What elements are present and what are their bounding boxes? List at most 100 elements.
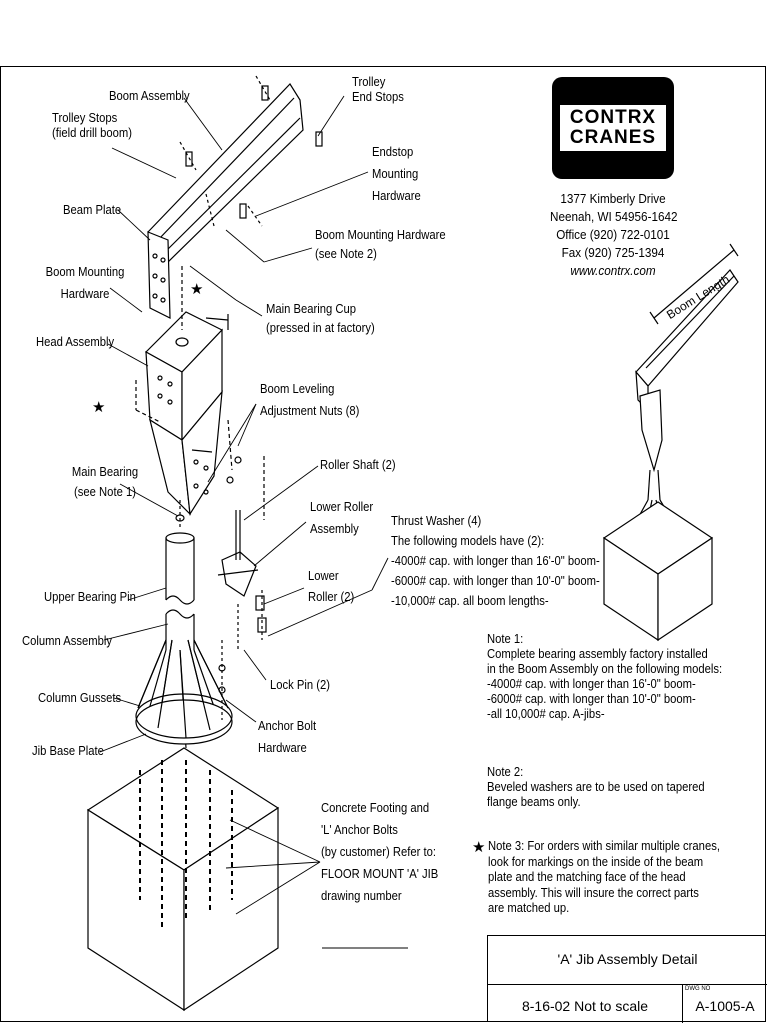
note-line: flange beams only. bbox=[487, 795, 581, 809]
note-1: Note 1: Complete bearing assembly factor… bbox=[487, 632, 722, 722]
label-line: Hardware bbox=[372, 189, 421, 203]
column-assembly-art bbox=[135, 500, 233, 749]
title-block: 'A' Jib Assembly Detail 8-16-02 Not to s… bbox=[487, 935, 767, 1023]
side-view-crane-art bbox=[602, 243, 739, 642]
label-roller-shaft: Roller Shaft (2) bbox=[320, 458, 396, 472]
label-boom-mounting-hardware-left: Boom Mounting Hardware bbox=[36, 261, 135, 305]
label-lower-roller: Lower Roller (2) bbox=[308, 566, 354, 608]
label-column-assembly: Column Assembly bbox=[22, 634, 113, 648]
label-line: Boom Mounting bbox=[45, 265, 125, 279]
label-line: (pressed in at factory) bbox=[266, 321, 375, 335]
label-line: End Stops bbox=[352, 90, 404, 104]
label-line: Thrust Washer (4) bbox=[391, 514, 482, 528]
sheet-border bbox=[0, 66, 766, 1022]
note-line: Note 3: For orders with similar multiple… bbox=[488, 839, 720, 853]
note-line: in the Boom Assembly on the following mo… bbox=[487, 662, 723, 676]
title-block-divider bbox=[488, 984, 767, 985]
label-trolley-end-stops: Trolley End Stops bbox=[352, 75, 404, 105]
note-line: look for markings on the inside of the b… bbox=[488, 854, 704, 869]
label-head-assembly: Head Assembly bbox=[36, 335, 115, 349]
note-3: Note 3: For orders with similar multiple… bbox=[488, 839, 720, 917]
note-line: are matched up. bbox=[488, 901, 570, 915]
label-lower-roller-assembly: Lower Roller Assembly bbox=[310, 496, 373, 540]
label-anchor-bolt-hardware: Anchor Bolt Hardware bbox=[258, 715, 316, 759]
label-line: Hardware bbox=[60, 287, 110, 301]
label-beam-plate: Beam Plate bbox=[63, 203, 122, 217]
label-lock-pin: Lock Pin (2) bbox=[270, 678, 331, 692]
label-main-bearing-cup: Main Bearing Cup (pressed in at factory) bbox=[266, 300, 375, 338]
label-line: Adjustment Nuts (8) bbox=[260, 404, 360, 418]
drawing-title: 'A' Jib Assembly Detail bbox=[557, 951, 698, 967]
note-line: Beveled washers are to be used on tapere… bbox=[487, 780, 705, 794]
label-thrust-washer: Thrust Washer (4) The following models h… bbox=[391, 511, 600, 611]
label-line: Anchor Bolt bbox=[258, 719, 317, 733]
note3-star-marker: ★ bbox=[190, 281, 204, 298]
label-line: (see Note 2) bbox=[315, 247, 377, 261]
label-line: Trolley bbox=[352, 75, 386, 89]
label-main-bearing: Main Bearing (see Note 1) bbox=[56, 462, 155, 502]
drawing-date-scale: 8-16-02 Not to scale bbox=[521, 998, 649, 1014]
label-line: (see Note 1) bbox=[74, 485, 136, 499]
address-fax: Fax (920) 725-1394 bbox=[561, 245, 665, 260]
label-line: -6000# cap. with longer than 10'-0" boom… bbox=[391, 574, 600, 588]
label-line: Boom Mounting Hardware bbox=[315, 228, 446, 242]
label-line: Boom Leveling bbox=[260, 382, 335, 396]
label-line: Trolley Stops bbox=[52, 111, 118, 125]
label-line: 'L' Anchor Bolts bbox=[321, 823, 398, 837]
label-line: Hardware bbox=[258, 741, 307, 755]
label-trolley-stops: Trolley Stops (field drill boom) bbox=[52, 111, 132, 141]
label-jib-base-plate: Jib Base Plate bbox=[32, 744, 104, 758]
label-concrete-footing: Concrete Footing and 'L' Anchor Bolts (b… bbox=[321, 797, 438, 907]
note-line: Complete bearing assembly factory instal… bbox=[487, 647, 708, 661]
address-website: www.contrx.com bbox=[570, 263, 656, 278]
note-line: assembly. This will insure the correct p… bbox=[488, 885, 699, 900]
label-endstop-hardware: Endstop Mounting Hardware bbox=[372, 141, 421, 207]
label-line: Lower bbox=[308, 569, 339, 583]
label-upper-bearing-pin: Upper Bearing Pin bbox=[44, 590, 136, 604]
note-line: -6000# cap. with longer than 10'-0" boom… bbox=[487, 692, 696, 706]
label-line: Assembly bbox=[310, 522, 359, 536]
label-line: Main Bearing bbox=[71, 465, 139, 479]
company-address: 1377 Kimberly Drive Neenah, WI 54956-164… bbox=[550, 190, 678, 280]
note-line: Note 2: bbox=[487, 765, 524, 779]
address-office-phone: Office (920) 722-0101 bbox=[556, 227, 670, 242]
note-line: plate and the matching face of the head bbox=[488, 870, 686, 884]
boom-assembly-art bbox=[147, 75, 323, 319]
address-city: Neenah, WI 54956-1642 bbox=[550, 209, 678, 224]
label-line: Mounting bbox=[372, 167, 419, 181]
label-line: FLOOR MOUNT 'A' JIB bbox=[321, 867, 439, 881]
note3-star-icon: ★ bbox=[472, 839, 486, 856]
head-assembly-art bbox=[135, 266, 242, 516]
note-line: -all 10,000# cap. A-jibs- bbox=[487, 707, 605, 721]
drawing-number: A-1005-A bbox=[695, 998, 755, 1014]
title-block-divider bbox=[682, 984, 683, 1023]
label-line: (by customer) Refer to: bbox=[321, 845, 437, 859]
note-line: -4000# cap. with longer than 16'-0" boom… bbox=[487, 677, 696, 691]
label-line: The following models have (2): bbox=[391, 534, 545, 548]
concrete-footing-art bbox=[86, 747, 280, 1012]
label-line: Roller (2) bbox=[308, 590, 355, 604]
label-line: Endstop bbox=[372, 145, 414, 159]
label-line: -4000# cap. with longer than 16'-0" boom… bbox=[391, 554, 600, 568]
lower-roller-art bbox=[217, 456, 267, 650]
logo-line1: CONTRX bbox=[569, 107, 657, 128]
label-line: drawing number bbox=[321, 889, 402, 903]
label-boom-mounting-hardware-right: Boom Mounting Hardware (see Note 2) bbox=[315, 226, 446, 264]
address-street: 1377 Kimberly Drive bbox=[560, 191, 666, 206]
contrx-cranes-logo: CONTRX CRANES bbox=[552, 77, 674, 179]
note-line: Note 1: bbox=[487, 632, 524, 646]
label-line: -10,000# cap. all boom lengths- bbox=[391, 594, 549, 608]
dwg-no-label: DWG NO bbox=[685, 986, 711, 992]
label-line: (field drill boom) bbox=[52, 126, 133, 140]
note3-star-marker: ★ bbox=[92, 399, 106, 416]
label-line: Concrete Footing and bbox=[321, 801, 430, 815]
label-boom-leveling: Boom Leveling Adjustment Nuts (8) bbox=[260, 378, 359, 422]
label-boom-assembly: Boom Assembly bbox=[109, 89, 190, 103]
logo-line2: CRANES bbox=[569, 127, 657, 148]
leader-lines bbox=[99, 95, 408, 949]
label-line: Lower Roller bbox=[310, 500, 374, 514]
note-2: Note 2: Beveled washers are to be used o… bbox=[487, 765, 705, 810]
label-column-gussets: Column Gussets bbox=[38, 691, 122, 705]
